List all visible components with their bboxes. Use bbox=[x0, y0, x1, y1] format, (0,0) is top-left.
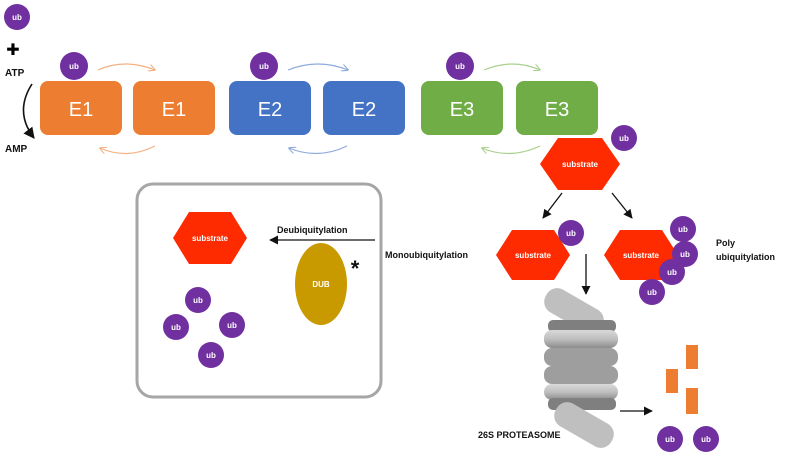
substrate-label: substrate bbox=[623, 251, 660, 260]
arrow-to-mono bbox=[542, 192, 563, 219]
ub-on-e2: ub bbox=[250, 52, 278, 80]
e2-box-charged: E2 bbox=[229, 81, 311, 135]
substrate-poly: substrate bbox=[604, 230, 678, 280]
e3-box-charged: E3 bbox=[421, 81, 503, 135]
svg-text:E3: E3 bbox=[545, 99, 569, 121]
ub-label: ub bbox=[455, 62, 465, 71]
substrate-mono: substrate bbox=[496, 230, 570, 280]
poly-ubiquitylation-label: Poly ubiquitylation bbox=[716, 238, 775, 262]
peptide-fragment-2 bbox=[666, 369, 678, 393]
ub-chain-1: ub bbox=[670, 216, 696, 242]
return-arrow-e1 bbox=[100, 145, 156, 155]
ub-label: ub bbox=[665, 435, 675, 444]
ub-label: ub bbox=[678, 225, 688, 234]
svg-text:E1: E1 bbox=[162, 99, 186, 121]
ub-on-substrate-e3: ub bbox=[611, 125, 637, 151]
substrate-e3: substrate bbox=[540, 138, 620, 190]
ub-label: ub bbox=[619, 134, 629, 143]
ub-label: ub bbox=[69, 62, 79, 71]
free-ub-2: ub bbox=[163, 314, 189, 340]
free-ub-4: ub bbox=[198, 342, 224, 368]
return-arrow-e2 bbox=[289, 145, 348, 155]
plus-icon: ✚ bbox=[6, 42, 19, 59]
atp-label: ATP bbox=[5, 68, 25, 79]
substrate-label: substrate bbox=[562, 160, 599, 169]
ub-label: ub bbox=[680, 250, 690, 259]
e1-box: E1 bbox=[133, 81, 215, 135]
e3-box: E3 bbox=[516, 81, 598, 135]
ub-label: ub bbox=[193, 296, 203, 305]
ub-chain-3: ub bbox=[659, 259, 685, 285]
svg-text:E1: E1 bbox=[69, 99, 93, 121]
free-ubiquitin: ub bbox=[4, 4, 30, 30]
ub-label: ub bbox=[259, 62, 269, 71]
svg-text:DUB: DUB bbox=[312, 280, 330, 289]
ub-on-e1: ub bbox=[60, 52, 88, 80]
released-ub-1: ub bbox=[657, 426, 683, 452]
arrow-to-poly bbox=[611, 192, 633, 219]
substrate-label: substrate bbox=[192, 234, 229, 243]
ub-on-e3: ub bbox=[446, 52, 474, 80]
proteasome-label: 26S PROTEASOME bbox=[478, 430, 561, 440]
ub-label: ub bbox=[647, 288, 657, 297]
ub-chain-2: ub bbox=[672, 241, 698, 267]
svg-text:E2: E2 bbox=[352, 99, 376, 121]
ub-label: ub bbox=[701, 435, 711, 444]
e2-box: E2 bbox=[323, 81, 405, 135]
monoubiquitylation-label: Monoubiquitylation bbox=[385, 250, 468, 260]
proteasome bbox=[544, 288, 618, 448]
ub-label: ub bbox=[206, 351, 216, 360]
free-ub-1: ub bbox=[185, 287, 211, 313]
transfer-arrow-e1 bbox=[97, 63, 155, 70]
asterisk-icon: * bbox=[351, 256, 360, 281]
ub-on-mono: ub bbox=[558, 220, 584, 246]
ub-label: ub bbox=[667, 268, 677, 277]
svg-text:E2: E2 bbox=[258, 99, 282, 121]
ub-label: ub bbox=[171, 323, 181, 332]
substrate-free: substrate bbox=[173, 212, 247, 264]
peptide-fragment-3 bbox=[686, 388, 698, 414]
ub-chain-4: ub bbox=[639, 279, 665, 305]
dub-enzyme: DUB bbox=[295, 243, 347, 325]
ub-label: ub bbox=[227, 321, 237, 330]
ub-label: ub bbox=[566, 229, 576, 238]
deubiquitylation-label: Deubiquitylation bbox=[277, 225, 348, 235]
released-ub-2: ub bbox=[693, 426, 719, 452]
atp-amp-arrow bbox=[22, 83, 35, 139]
peptide-fragment-1 bbox=[686, 345, 698, 369]
ub-label: ub bbox=[12, 13, 22, 22]
transfer-arrow-e3 bbox=[483, 63, 540, 70]
return-arrow-e3 bbox=[482, 145, 541, 155]
free-ub-3: ub bbox=[219, 312, 245, 338]
e1-box-charged: E1 bbox=[40, 81, 122, 135]
transfer-arrow-e2 bbox=[287, 63, 348, 70]
substrate-label: substrate bbox=[515, 251, 552, 260]
svg-text:E3: E3 bbox=[450, 99, 474, 121]
amp-label: AMP bbox=[5, 144, 28, 155]
